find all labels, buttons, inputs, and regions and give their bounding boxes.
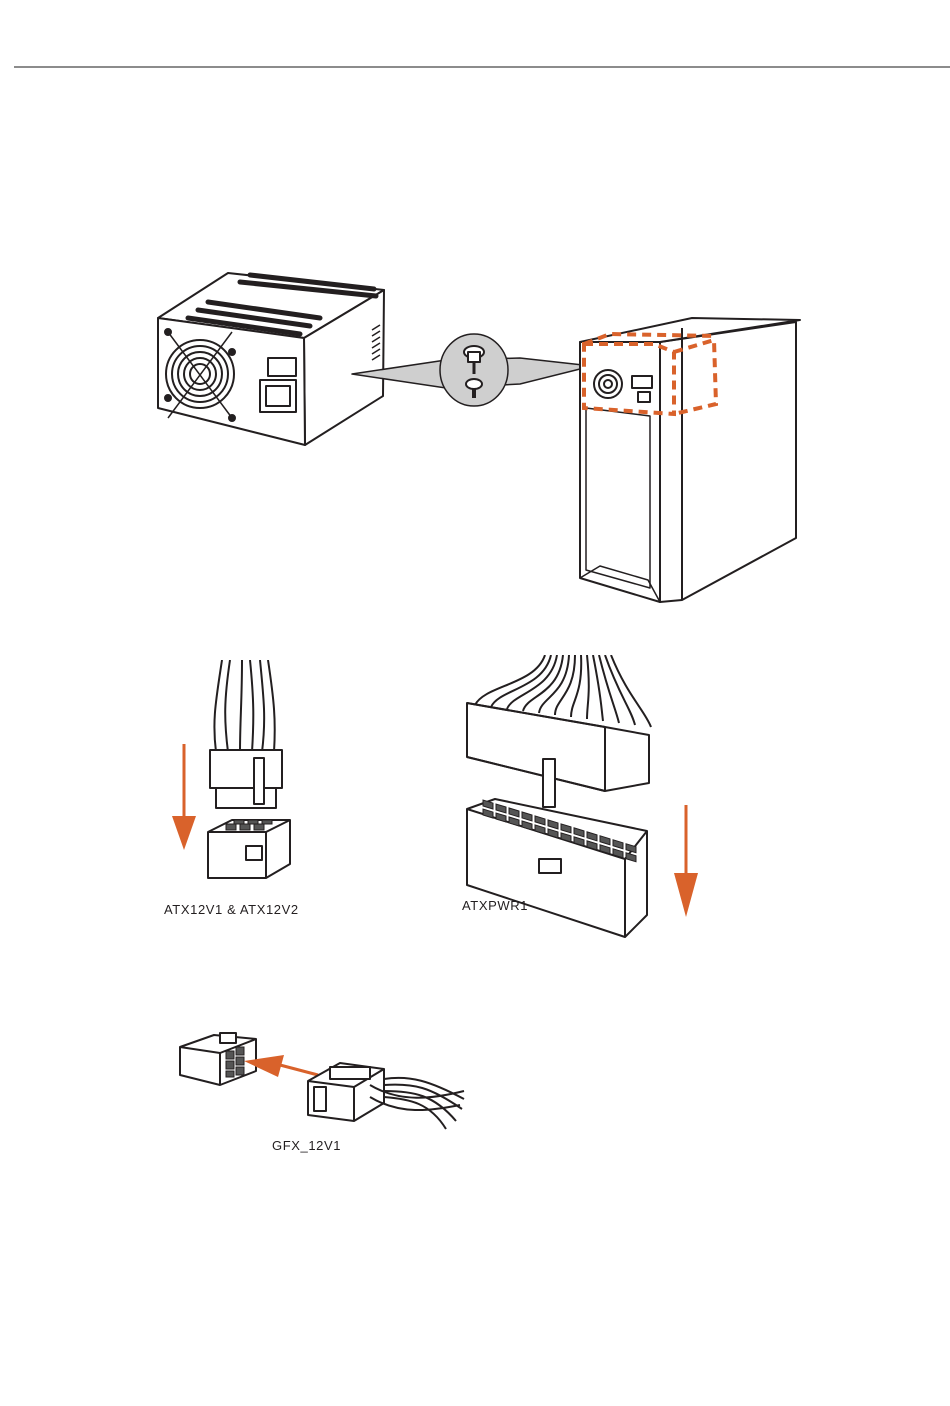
arrow-down-icon — [674, 805, 698, 917]
connector-icon — [308, 1063, 384, 1121]
atxpwr-label: ATXPWR1 — [462, 898, 528, 913]
connector-icon — [180, 1033, 256, 1085]
connector-icon — [208, 750, 290, 878]
atx12v-label: ATX12V1 & ATX12V2 — [164, 902, 299, 917]
arrow-down-icon — [172, 744, 196, 850]
pc-case-icon — [580, 318, 800, 602]
gfx-label: GFX_12V1 — [272, 1138, 341, 1153]
gfx-connector-figure — [170, 1025, 470, 1145]
psu-installation-figure — [0, 0, 950, 610]
psu-icon — [158, 273, 384, 445]
atx12v-connector-figure — [150, 660, 330, 900]
